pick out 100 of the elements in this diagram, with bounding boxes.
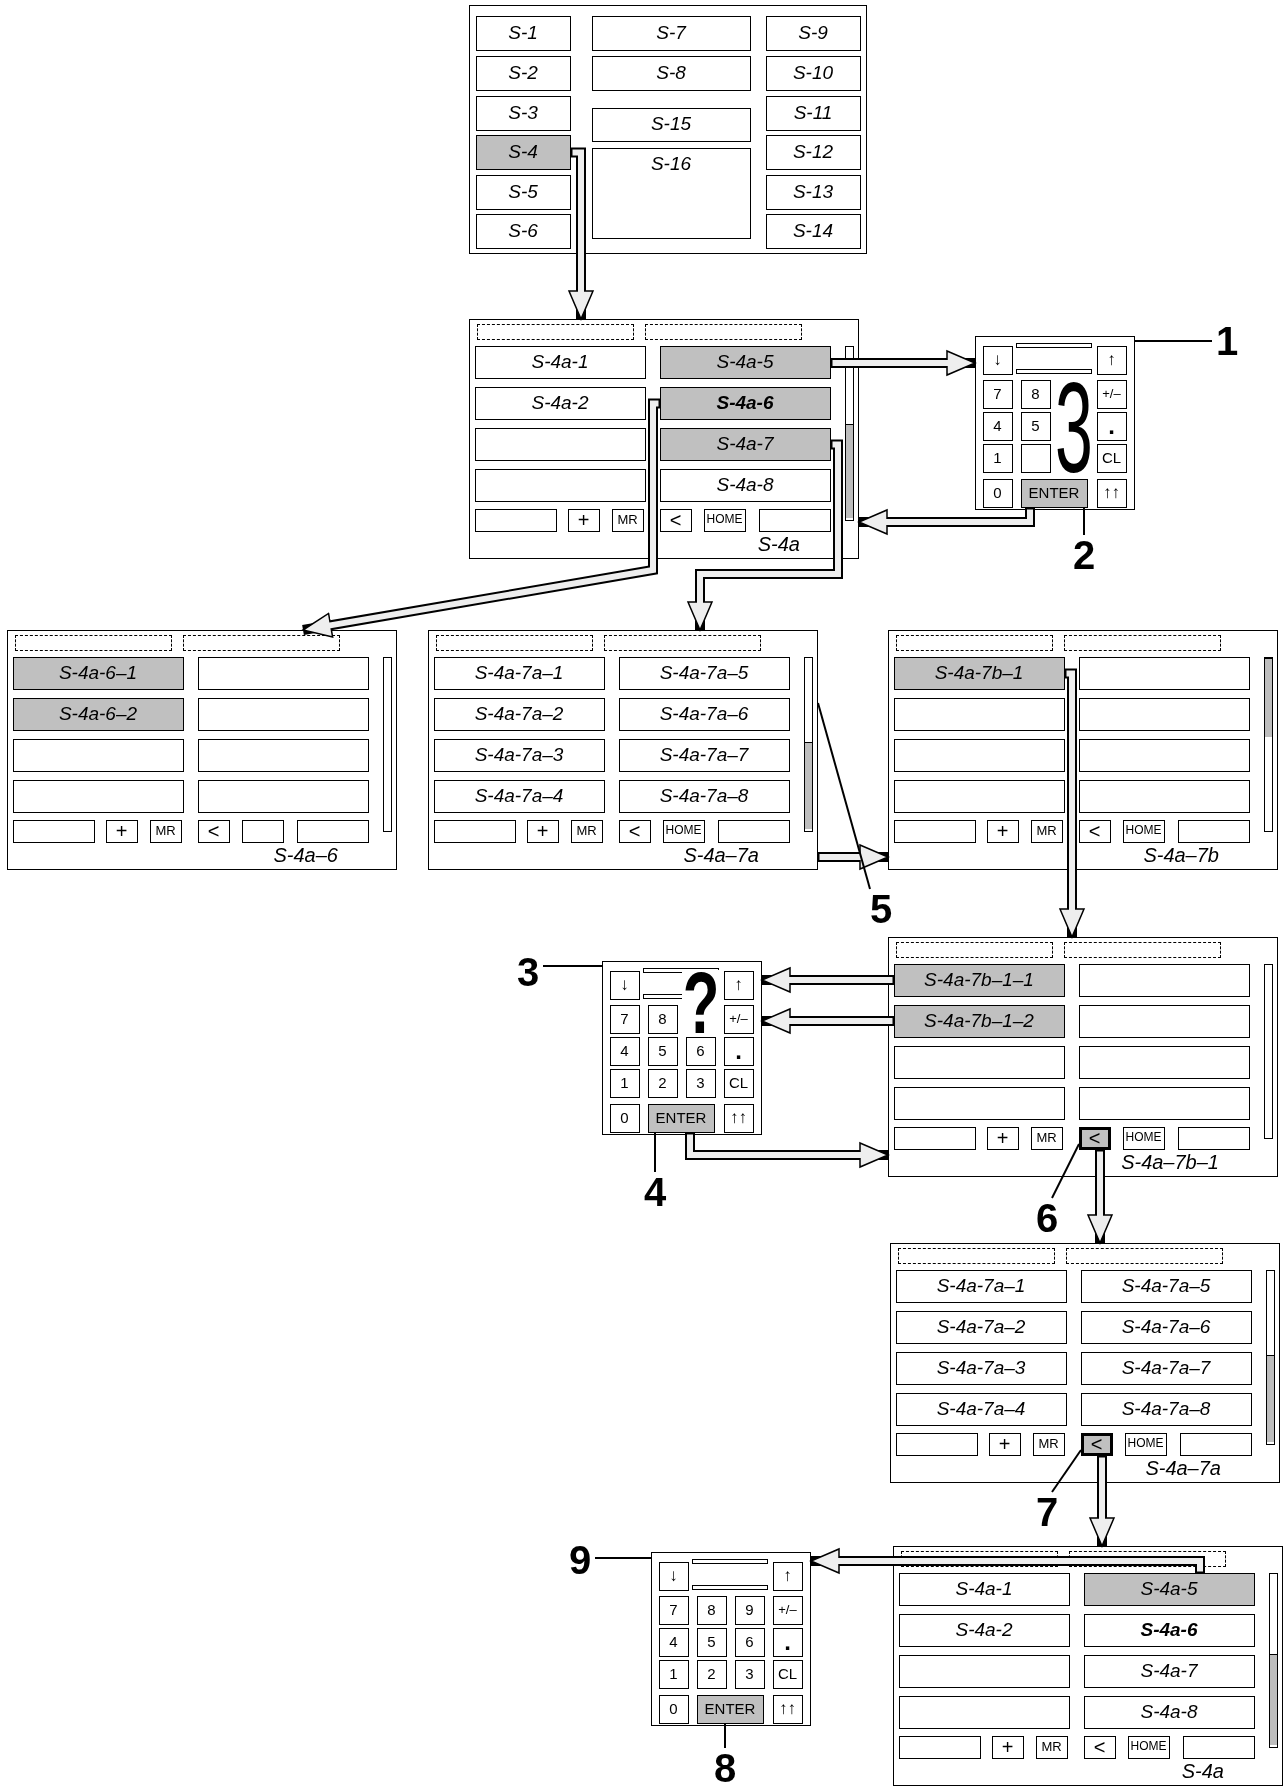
toolbar-button: MR: [1035, 1735, 1068, 1759]
toolbar-button: HOME: [1124, 1432, 1167, 1456]
list-button: [893, 697, 1065, 731]
toolbar-button: HOME: [1127, 1735, 1170, 1759]
list-button: [1078, 1004, 1250, 1038]
menu-button: S-12: [765, 134, 861, 170]
menu-screen-frame: [469, 5, 867, 254]
list-button: [898, 1654, 1070, 1688]
list-button: [474, 468, 646, 502]
input-field: [758, 508, 831, 532]
menu-button: S-8: [591, 55, 751, 91]
toolbar-button: <: [1080, 1432, 1113, 1456]
toolbar-button: MR: [611, 508, 644, 532]
list-button: [1078, 738, 1250, 772]
menu-button: S-5: [475, 174, 571, 210]
screen-caption: S-4a: [757, 533, 800, 555]
input-field: [12, 819, 95, 843]
list-button: [197, 656, 369, 690]
key-button: 6: [685, 1036, 716, 1066]
key-button: 0: [658, 1694, 689, 1724]
key-button: 3: [685, 1068, 716, 1098]
leader-line: [594, 1557, 652, 1559]
screen-frame: [888, 937, 1278, 1177]
callout-number: 9: [565, 1540, 595, 1580]
toolbar-button: MR: [1032, 1432, 1065, 1456]
list-button: S-4a-7a–1: [895, 1269, 1067, 1303]
key-button: 5: [1020, 411, 1051, 441]
key-button: 3: [734, 1659, 765, 1689]
list-button: S-4a-7a–1: [433, 656, 605, 690]
list-button: [197, 779, 369, 813]
menu-button: S-7: [591, 15, 751, 51]
callout-number: 8: [710, 1748, 740, 1788]
input-field: [895, 1432, 978, 1456]
list-button: [893, 1045, 1065, 1079]
input-field: [893, 1126, 976, 1150]
menu-button: S-14: [765, 213, 861, 249]
key-button: CL: [723, 1068, 754, 1098]
screen-caption: S-4a–7b–1: [1121, 1151, 1219, 1173]
list-button: S-4a-5: [1083, 1572, 1255, 1606]
list-button: S-4a-7a–8: [618, 779, 790, 813]
overlay-glyph: ?: [682, 970, 720, 1034]
callout-number: 2: [1069, 535, 1099, 575]
list-button: S-4a-7a–5: [618, 656, 790, 690]
key-button: +/–: [723, 1004, 754, 1034]
toolbar-button: MR: [570, 819, 603, 843]
key-button: 1: [609, 1068, 640, 1098]
key-button: 4: [658, 1627, 689, 1657]
key-button: ↑: [723, 970, 754, 1000]
screen-frame: [428, 630, 818, 870]
key-button: 0: [982, 478, 1013, 508]
key-button: 2: [647, 1068, 678, 1098]
key-button: 7: [658, 1595, 689, 1625]
menu-button: S-3: [475, 95, 571, 131]
toolbar-button: HOME: [703, 508, 746, 532]
list-button: [12, 779, 184, 813]
screen-caption: S-4a–7b: [1143, 844, 1219, 866]
toolbar-button: +: [991, 1735, 1024, 1759]
list-button: [1078, 656, 1250, 690]
key-button: .: [772, 1627, 803, 1657]
menu-button: S-16: [591, 147, 751, 239]
block-arrow: [568, 147, 594, 320]
key-button: 8: [696, 1595, 727, 1625]
block-arrow: [1087, 1150, 1113, 1244]
list-button: S-4a-7: [1083, 1654, 1255, 1688]
callout-number: 4: [640, 1172, 670, 1212]
block-arrow: [858, 508, 1035, 535]
toolbar-button: [241, 819, 284, 843]
screen-caption: S-4a–7a: [683, 844, 759, 866]
toolbar-button: +: [986, 819, 1019, 843]
leader-line: [1134, 340, 1213, 342]
key-button: 2: [696, 1659, 727, 1689]
key-button: 4: [609, 1036, 640, 1066]
key-button: ↓: [982, 345, 1013, 375]
leader-line: [1051, 1143, 1080, 1199]
leader-line: [542, 965, 603, 967]
input-field: [898, 1735, 981, 1759]
menu-button: S-2: [475, 55, 571, 91]
list-button: [474, 427, 646, 461]
list-button: S-4a-7a–2: [433, 697, 605, 731]
toolbar-button: +: [988, 1432, 1021, 1456]
toolbar-button: HOME: [1122, 1126, 1165, 1150]
callout-number: 7: [1032, 1492, 1062, 1532]
screen-frame: [469, 319, 859, 559]
list-button: S-4a-7a–6: [618, 697, 790, 731]
input-field: [1177, 819, 1250, 843]
list-button: [12, 738, 184, 772]
toolbar-button: <: [1078, 819, 1111, 843]
key-button: ↓: [609, 970, 640, 1000]
key-button: ↑↑: [723, 1103, 754, 1133]
menu-button: S-15: [591, 107, 751, 142]
list-button: S-4a-6: [1083, 1613, 1255, 1647]
block-arrow: [1089, 1456, 1115, 1547]
list-button: S-4a-7: [659, 427, 831, 461]
list-button: [898, 1695, 1070, 1729]
key-button: 0: [609, 1103, 640, 1133]
menu-button: S-11: [765, 95, 861, 131]
list-button: [1078, 1086, 1250, 1120]
list-button: S-4a-7a–4: [433, 779, 605, 813]
toolbar-button: MR: [149, 819, 182, 843]
list-button: S-4a-2: [898, 1613, 1070, 1647]
